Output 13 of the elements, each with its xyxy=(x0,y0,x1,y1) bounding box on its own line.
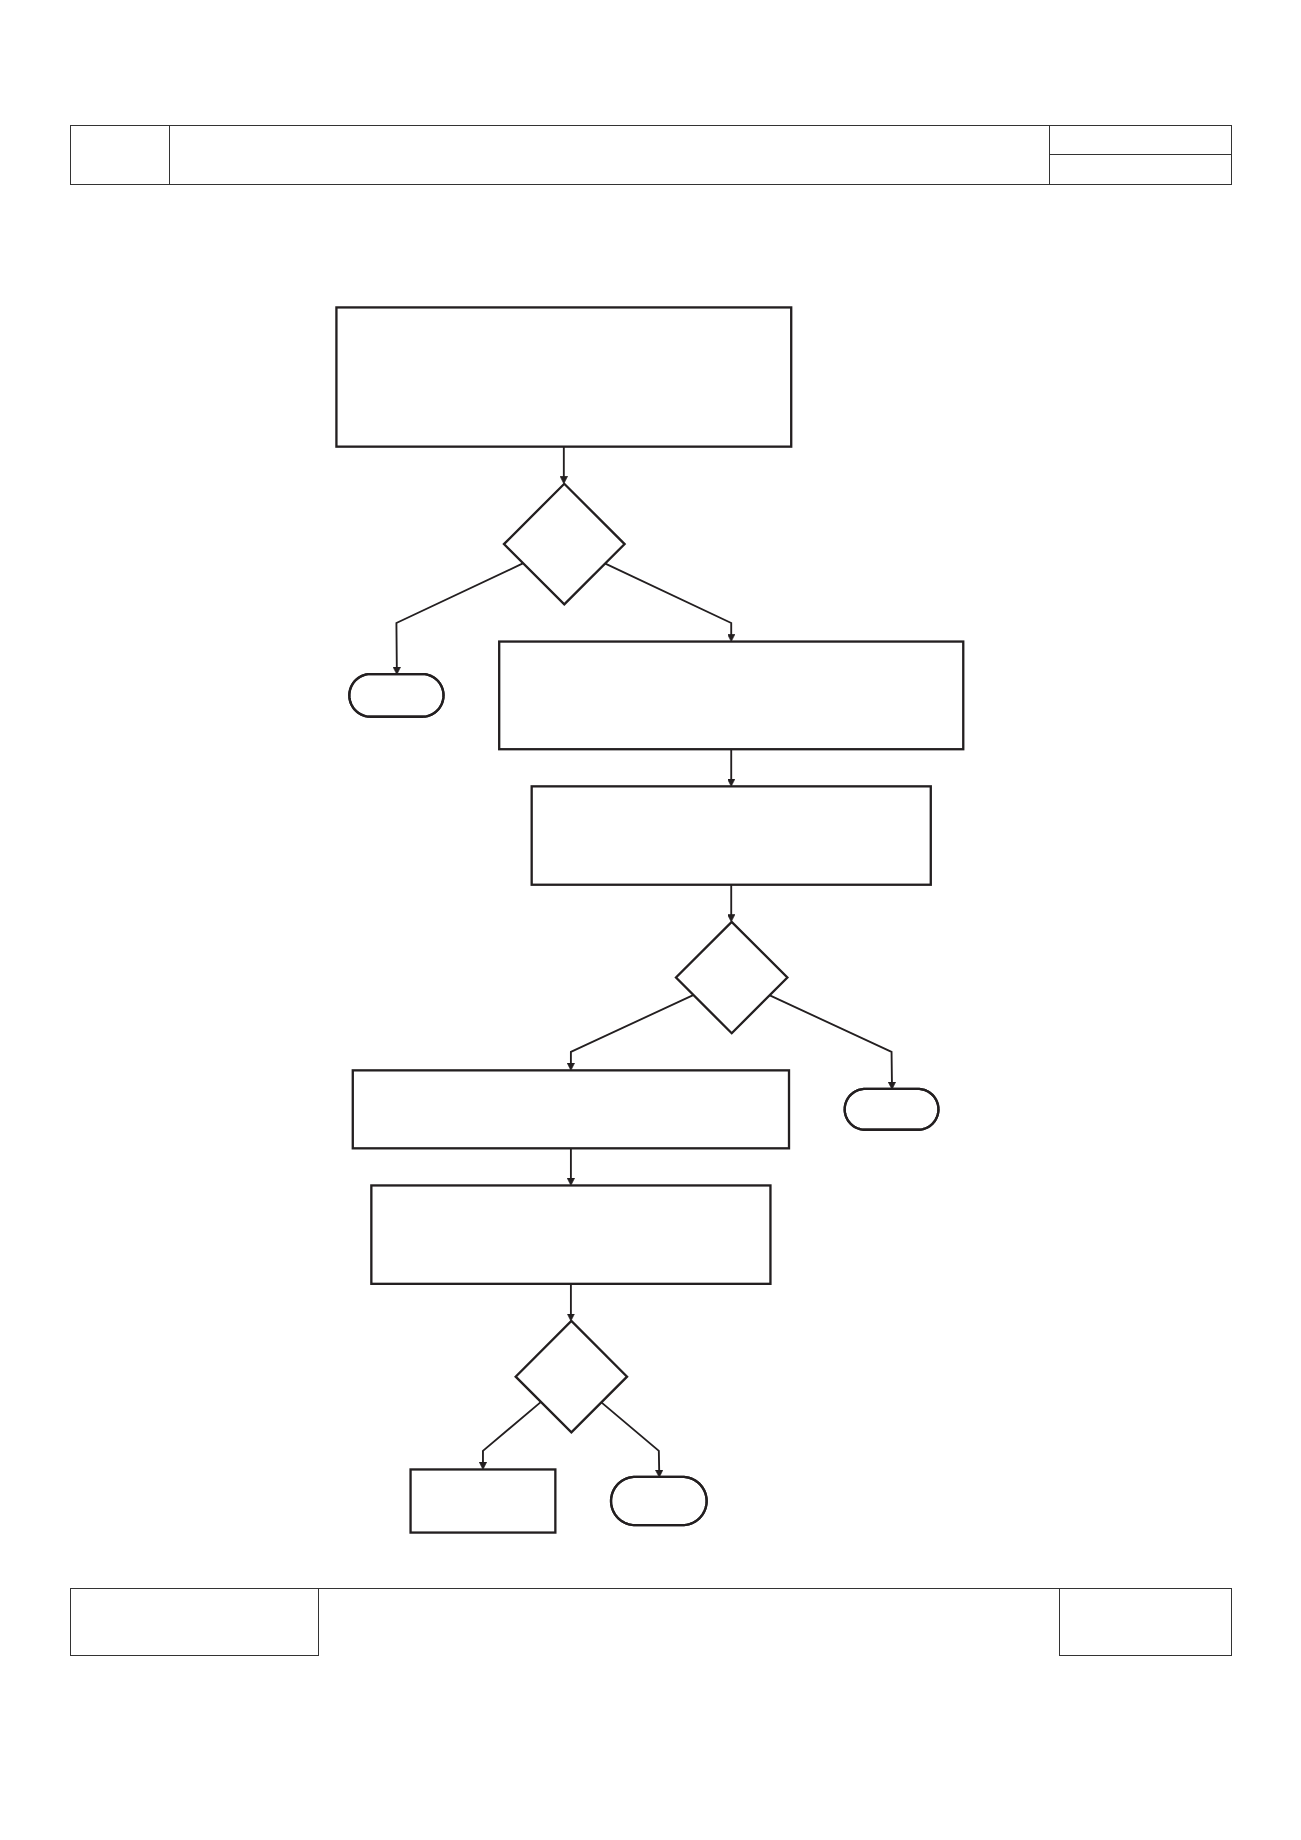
node-box xyxy=(335,306,793,448)
arrow xyxy=(604,562,736,642)
node-box xyxy=(498,640,965,751)
node-diamond xyxy=(514,1319,629,1434)
node-box xyxy=(409,1468,557,1534)
node-diamond xyxy=(674,920,790,1035)
arrow xyxy=(566,994,695,1071)
arrow xyxy=(479,1401,542,1470)
node-box xyxy=(530,785,933,886)
arrow xyxy=(392,562,524,675)
node-box xyxy=(351,1069,791,1150)
node-box xyxy=(370,1184,772,1285)
node-diamond xyxy=(502,482,627,607)
